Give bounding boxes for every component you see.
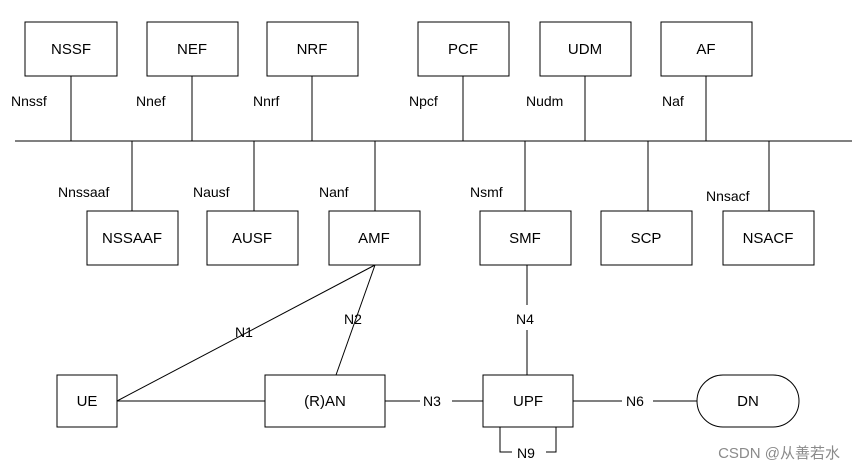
nef-node (146, 21, 239, 77)
n1-label: N1 (235, 324, 253, 340)
pcf-label: PCF (448, 41, 478, 58)
nnssaaf-label: Nnssaaf (58, 184, 109, 200)
nausf-label: Nausf (193, 184, 230, 200)
nssf-label: NSSF (51, 41, 91, 58)
udm-label: UDM (568, 41, 602, 58)
npcf-label: Npcf (409, 93, 438, 109)
n9-label-bg (512, 444, 546, 462)
nssaaf-label: NSSAAF (102, 230, 162, 247)
ue-node (56, 374, 118, 428)
scp-label: SCP (631, 230, 662, 247)
n4-label: N4 (516, 311, 534, 327)
ran-label: (R)AN (304, 393, 346, 410)
nnsacf-label: Nnsacf (706, 188, 750, 204)
nsmf-label: Nsmf (470, 184, 503, 200)
smf-label: SMF (509, 230, 541, 247)
watermark: CSDN @从善若水 (718, 445, 840, 462)
udm-node (539, 21, 632, 77)
naf-label: Naf (662, 93, 684, 109)
n1-link (116, 264, 376, 402)
nnrf-label: Nnrf (253, 93, 280, 109)
scp-node (600, 210, 693, 266)
nnssf-label: Nnssf (11, 93, 47, 109)
af-label: AF (696, 41, 715, 58)
nrf-label: NRF (297, 41, 328, 58)
dn-label: DN (737, 393, 759, 410)
af-node (660, 21, 753, 77)
nsacf-label: NSACF (743, 230, 794, 247)
nnef-label: Nnef (136, 93, 166, 109)
ausf-node (206, 210, 299, 266)
ausf-label: AUSF (232, 230, 272, 247)
nssaaf-node (86, 210, 179, 266)
n2-link (335, 264, 376, 376)
pcf-node (417, 21, 510, 77)
ue-label: UE (77, 393, 98, 410)
smf-node (479, 210, 572, 266)
n9-label: N9 (517, 445, 535, 461)
n2-label: N2 (344, 311, 362, 327)
amf-label: AMF (358, 230, 390, 247)
nsacf-node (722, 210, 815, 266)
n6-label: N6 (626, 393, 644, 409)
namf-label: Nanf (319, 184, 349, 200)
nudm-label: Nudm (526, 93, 563, 109)
nef-label: NEF (177, 41, 207, 58)
n3-label: N3 (423, 393, 441, 409)
upf-label: UPF (513, 393, 543, 410)
